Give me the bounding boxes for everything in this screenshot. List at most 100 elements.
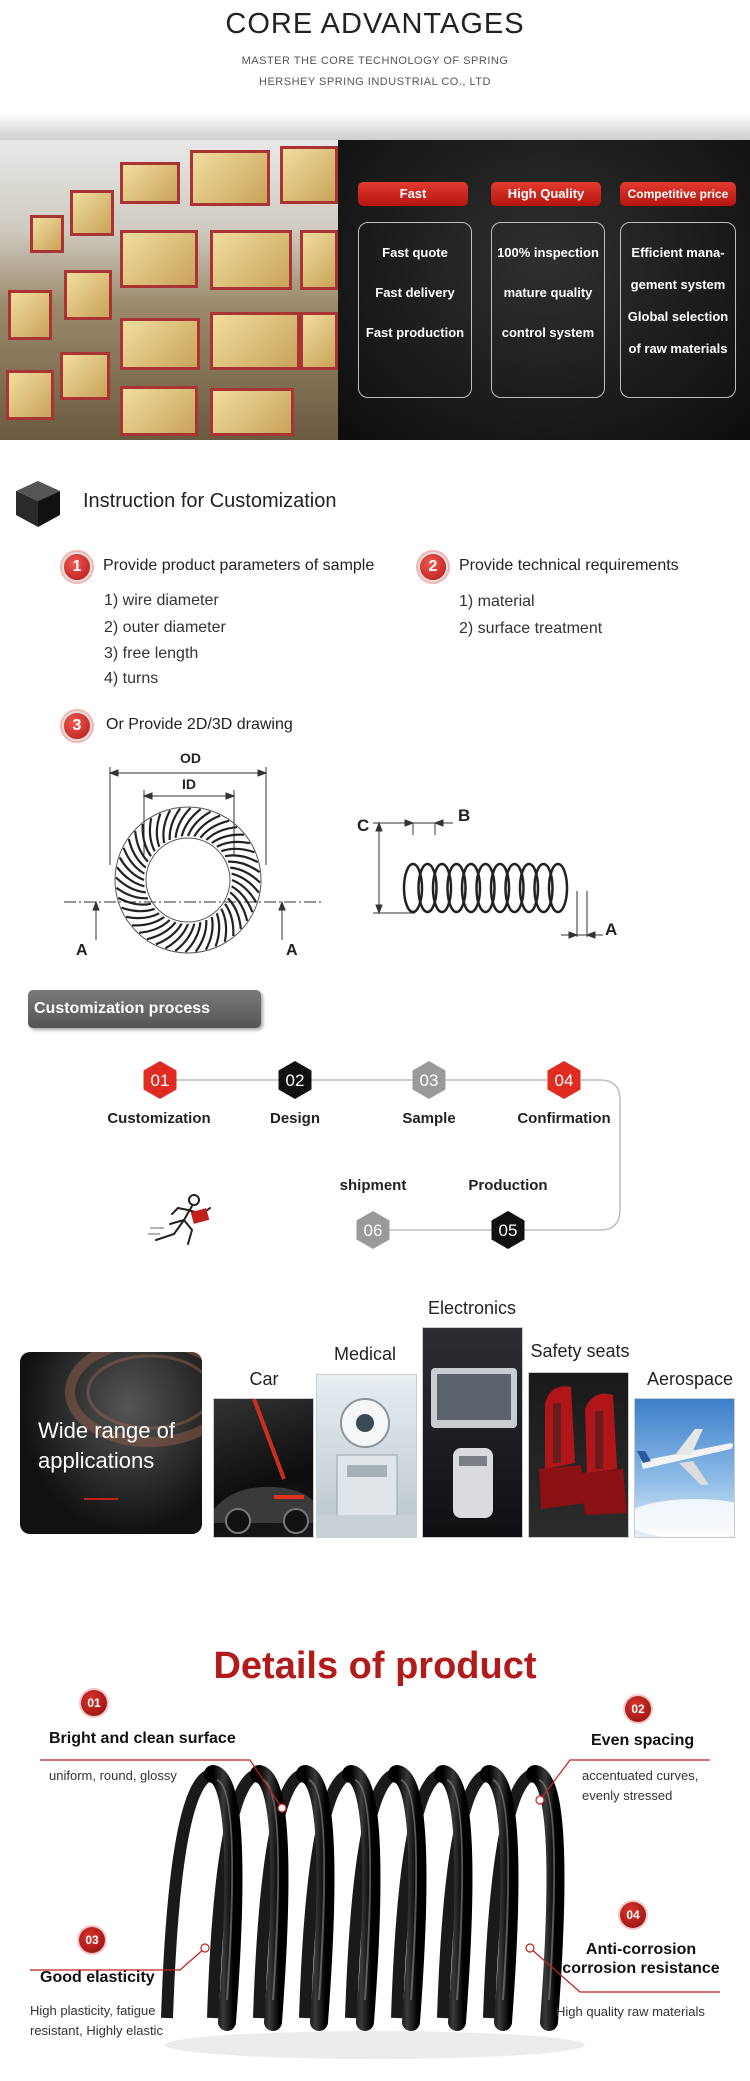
spring-coil-front [342,1765,381,2031]
coil-stroke [230,866,261,884]
step-1-heading: Provide product parameters of sample [103,557,375,574]
customization-process-tab: Customization process [28,990,261,1028]
coil-stroke [231,878,258,904]
param-item: 2) surface treatment [459,620,603,637]
app-label-car: Car [249,1369,279,1389]
spring-coil-front [250,1765,289,2031]
process-step-number: 03 [420,1071,439,1090]
adv-price-heading: Competitive price [620,182,736,206]
medical-image [316,1374,417,1538]
coil-stroke [121,906,156,913]
coil-stroke [227,897,242,930]
coil-stroke [168,807,182,841]
adv-price-line: gement system [630,277,726,292]
coil-stroke [155,813,162,848]
spring-coil-highlight [308,1779,326,2001]
process-connector-line [160,1079,621,1231]
coil-stroke [220,847,255,854]
process-step-number: 01 [151,1071,170,1090]
spring-ring-decoration [65,1352,202,1447]
spring-coil-highlight [492,1779,510,2001]
process-step-hexagon [412,1061,446,1099]
spring-top-view-drawing: OD ID A A [64,750,322,959]
coil-loop [547,862,569,914]
detail-title-01: Bright and clean surface [49,1730,236,1747]
coil-stroke [141,823,152,857]
adv-quality-heading: High Quality [491,182,601,206]
coil-stroke [134,830,149,863]
detail-badge-04: 04 [620,1902,646,1928]
app-label-aerospace: Aerospace [646,1369,734,1389]
a-label-right: A [286,942,298,959]
car-image [213,1398,314,1538]
coil-stroke [193,814,221,837]
safety-seats-image [528,1372,629,1538]
coil-stroke [216,840,251,848]
c-label: C [357,816,369,835]
coil-stroke [162,809,172,844]
coil-stroke [174,807,192,838]
spring-coil-highlight [538,1779,556,2001]
coil-stroke [199,819,230,839]
detail-desc-03: High plasticity, fatigue resistant, High… [30,2003,163,2038]
process-label-design: Design [269,1110,320,1127]
coil-loop [417,862,438,914]
step-1-badge: 1 [62,552,92,582]
param-item: 4) turns [104,670,159,687]
running-courier-icon [148,1194,211,1245]
detail-badge-02: 02 [625,1696,651,1722]
spring-coil-highlight [354,1779,372,2001]
aerospace-image [634,1398,735,1538]
coil-stroke [205,826,238,841]
adv-quality-line: 100% inspection [497,245,599,260]
detail-desc-04: High quality raw materials [556,2004,705,2019]
adv-quality-box: 100% inspection mature quality control s… [491,222,605,398]
spring-coil-front [434,1765,473,2031]
details-title: Details of product [213,1645,537,1687]
adv-price-box: Efficient mana- gement system Global sel… [620,222,736,398]
adv-fast-box: Fast quote Fast delivery Fast production [358,222,472,398]
coil-stroke [118,856,145,882]
coil-stroke [116,866,145,888]
coil-loop [475,862,496,914]
adv-fast-line: Fast production [365,325,465,340]
core-advantages-title: CORE ADVANTAGES [225,8,525,40]
coil-stroke [224,903,235,937]
coil-stroke [227,860,261,874]
adv-quality-line: control system [501,325,595,340]
coil-stroke [184,922,202,953]
advantages-panel: Fast High Quality Competitive price Fast… [338,140,750,440]
spring-coil-front [526,1765,565,2031]
spring-coil-front [296,1765,335,2031]
spring-coil-front [388,1765,427,2031]
spring-coil-highlight [216,1779,234,2001]
process-step-hexagon [278,1061,312,1099]
detail-badge-03: 03 [79,1927,105,1953]
coil-stroke [194,919,208,953]
callout-line-01 [40,1759,283,1809]
coil-stroke [204,916,214,951]
spring-coil-front [204,1765,243,2031]
b-label: B [458,806,470,825]
banner-shadow [0,112,750,140]
spring-detail-diagram [30,1759,720,2059]
instruction-title: Instruction for Customization [83,490,337,512]
app-label-medical: Medical [333,1344,397,1364]
coil-loop [402,862,424,914]
spring-coil-highlight [400,1779,418,2001]
core-subtitle-2: HERSHEY SPRING INDUSTRIAL CO., LTD [259,76,491,88]
coil-stroke [186,810,212,837]
coil-stroke [146,921,177,941]
spring-coil-highlight [262,1779,280,2001]
param-item: 1) material [459,593,535,610]
callout-line-03 [30,1947,206,1971]
adv-price-line: Efficient mana- [631,245,725,260]
coil-stroke [220,908,228,943]
coil-stroke [224,854,259,864]
coil-stroke [122,847,145,875]
coil-stroke [155,923,183,946]
step-3-heading: Or Provide 2D/3D drawing [106,716,293,733]
step-2-heading: Provide technical requirements [459,557,679,574]
core-subtitle-1: MASTER THE CORE TECHNOLOGY OF SPRING [241,55,509,67]
